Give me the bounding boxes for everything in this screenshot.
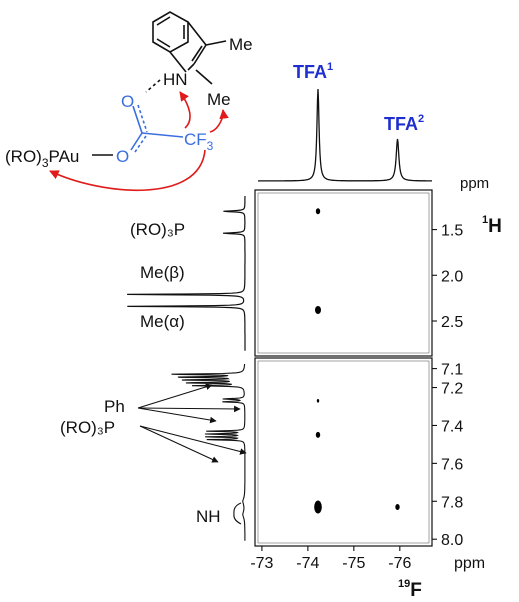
cross-peaks — [314, 208, 400, 514]
y-tick-label: 1.5 — [441, 223, 463, 240]
benzene-ring — [152, 11, 189, 53]
x-axis-ticks: -73 -74 -75 -76 — [250, 546, 411, 572]
h1-projection-spectrum-upper — [127, 196, 246, 351]
x-tick-label: -74 — [296, 555, 319, 572]
x-tick-label: -76 — [388, 555, 411, 572]
tfa1-label: TFA1 — [293, 61, 333, 82]
cross-peak-3 — [315, 431, 321, 438]
y-axis-ticks: 1.5 2.0 2.5 7.1 7.2 7.4 7.6 7.8 8.0 — [432, 223, 463, 549]
label-ro3p-lower: (RO)₃P — [60, 418, 115, 437]
y-axis-nucleus-label: 1H — [482, 214, 502, 237]
o-top-label: O — [121, 92, 134, 111]
panel-aliphatic-frame — [254, 189, 433, 357]
y-tick-label: 2.0 — [441, 268, 463, 285]
panel-aromatic-inner — [257, 360, 430, 544]
y-tick-label: 7.2 — [441, 381, 463, 398]
y-tick-label: 8.0 — [441, 532, 463, 549]
nh-label: HN — [163, 70, 188, 89]
panel-aromatic-frame — [254, 357, 433, 547]
pyrrole-bond — [187, 21, 207, 46]
cf3-label: CF3 — [184, 130, 214, 153]
o-bottom-label: O — [116, 147, 129, 166]
label-ro3p-upper: (RO)₃P — [130, 220, 185, 239]
x-axis-unit-label: ppm — [454, 555, 485, 572]
y-tick-label: 7.8 — [441, 494, 463, 511]
tfa2-label: TFA2 — [384, 113, 424, 134]
panel-aliphatic-inner — [257, 192, 430, 354]
cross-peak-0 — [315, 208, 321, 215]
cross-peak-1 — [315, 306, 321, 314]
y-tick-label: 2.5 — [441, 314, 463, 331]
gold-phosphite-label: (RO)3PAu — [5, 147, 79, 170]
label-me-beta: Me(β) — [140, 263, 185, 282]
molecule-structure — [145, 11, 227, 93]
top-ppm-label: ppm — [460, 175, 489, 192]
cross-peak-4 — [314, 500, 322, 514]
acetate-group — [130, 104, 184, 153]
label-me-alpha: Me(α) — [140, 312, 185, 331]
x-axis-nucleus-label: 19F — [398, 578, 422, 601]
f19-projection-spectrum — [258, 88, 432, 182]
label-nh: NH — [196, 507, 221, 526]
cross-peak-5 — [395, 504, 400, 510]
y-tick-label: 7.1 — [441, 362, 463, 379]
noe-arrows — [49, 91, 229, 192]
label-ph: Ph — [104, 397, 125, 416]
y-tick-label: 7.4 — [441, 418, 463, 435]
nh-bracket — [233, 502, 242, 525]
hydrogen-bond — [145, 79, 161, 93]
y-tick-label: 7.6 — [441, 456, 463, 473]
me-top-label: Me — [229, 35, 253, 54]
cross-peak-2 — [316, 399, 320, 403]
x-tick-label: -75 — [342, 555, 365, 572]
me-right-label: Me — [207, 90, 231, 109]
assignment-arrows — [137, 383, 247, 463]
x-tick-label: -73 — [250, 555, 273, 572]
